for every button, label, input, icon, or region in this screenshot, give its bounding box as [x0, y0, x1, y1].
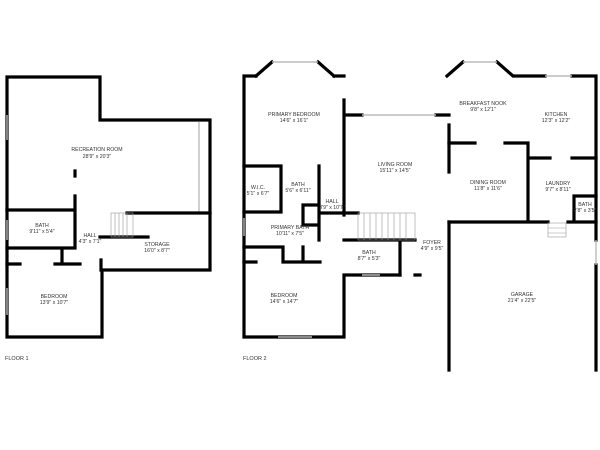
room-wic: W.I.C. 5'1" x 6'7" [247, 185, 270, 197]
floor-label: FLOOR 1 [5, 356, 29, 362]
room-dimensions: 8'7" x 5'3" [358, 256, 381, 262]
room-foyer: FOYER 4'9" x 9'5" [421, 240, 444, 252]
room-dimensions: 10'11" x 7'5" [276, 231, 304, 237]
room-name: BEDROOM [271, 293, 298, 299]
room-storage: STORAGE 16'0" x 8'7" [144, 242, 170, 254]
room-name: PRIMARY BATH [271, 225, 310, 231]
floor-1-plan: RECREATION ROOM 28'9" x 20'3" BATH 9'11"… [5, 75, 212, 362]
room-dimensions: 21'4" x 22'5" [508, 298, 537, 304]
room-name: BATH [35, 223, 49, 229]
garage-steps [547, 222, 567, 238]
room-dimensions: 5'6" x 6'11" [285, 188, 310, 194]
room-bath: BATH 5'6" x 6'11" [285, 182, 310, 194]
room-dimensions: 16'0" x 8'7" [144, 248, 170, 254]
room-primary-bedroom: PRIMARY BEDROOM 14'6" x 16'1" [268, 112, 320, 124]
room-name: BREAKFAST NOOK [459, 101, 507, 107]
room-bath: BATH 9'11" x 5'4" [29, 223, 54, 235]
room-dimensions: 14'6" x 14'7" [270, 299, 299, 305]
room-bath-2: BATH 8'7" x 5'3" [358, 250, 381, 262]
interior-wall [447, 141, 598, 224]
room-primary-bath: PRIMARY BATH 10'11" x 7'5" [271, 225, 310, 237]
room-dimensions: 4'3" x 7'1" [79, 239, 102, 245]
room-dimensions: 28'9" x 20'3" [83, 154, 112, 160]
staircase [110, 212, 134, 238]
floor-2-plan: PRIMARY BEDROOM 14'6" x 16'1" W.I.C. 5'1… [242, 59, 598, 372]
interior-wall [242, 164, 422, 277]
room-laundry: LAUNDRY 9'7" x 8'11" [545, 181, 570, 193]
room-name: FOYER [423, 240, 441, 246]
room-hall: HALL 4'3" x 7'1" [79, 233, 102, 245]
room-name: KITCHEN [545, 112, 568, 118]
room-bedroom: BEDROOM 14'6" x 14'7" [270, 293, 299, 305]
room-dimensions: 13'9" x 10'7" [40, 300, 69, 306]
room-dimensions: 9'11" x 5'4" [29, 229, 54, 235]
room-dimensions: 5'1" x 6'7" [247, 191, 270, 197]
room-dimensions: 9'7" x 8'11" [545, 187, 570, 193]
room-name: W.I.C. [251, 185, 265, 191]
room-name: BATH [362, 250, 376, 256]
room-name: PRIMARY BEDROOM [268, 112, 320, 118]
room-name: HALL [84, 233, 97, 239]
room-garage: GARAGE 21'4" x 22'5" [508, 292, 537, 304]
room-dimensions: 4'9" x 9'5" [421, 246, 444, 252]
room-name: HALL [326, 199, 339, 205]
room-name: BEDROOM [41, 294, 68, 300]
interior-wall [5, 169, 212, 272]
room-dimensions: 2'8" x 3'5" [574, 208, 597, 214]
room-breakfast-nook: BREAKFAST NOOK 9'8" x 12'1" [459, 101, 507, 113]
staircase [357, 212, 416, 241]
room-name: STORAGE [144, 242, 170, 248]
room-bedroom: BEDROOM 13'9" x 10'7" [40, 294, 69, 306]
room-name: DINING ROOM [470, 180, 506, 186]
floor-label: FLOOR 2 [243, 356, 267, 362]
room-dining-room: DINING ROOM 11'8" x 11'6" [470, 180, 506, 192]
room-recreation-room: RECREATION ROOM 28'9" x 20'3" [71, 147, 122, 160]
room-name: BATH [578, 202, 592, 208]
room-living-room: LIVING ROOM 15'11" x 14'5" [378, 162, 413, 174]
bay-window-frame [253, 59, 337, 79]
room-name: BATH [291, 182, 305, 188]
room-name: GARAGE [511, 292, 534, 298]
room-hall: HALL 3'9" x 10'7" [319, 199, 345, 211]
floor-1-outer-wall [5, 75, 212, 339]
room-dimensions: 12'3" x 12'2" [542, 118, 571, 124]
exterior-wall [444, 59, 598, 372]
room-dimensions: 3'9" x 10'7" [319, 205, 345, 211]
room-dimensions: 14'6" x 16'1" [280, 118, 309, 124]
room-name: RECREATION ROOM [71, 147, 122, 153]
room-dimensions: 15'11" x 14'5" [380, 168, 411, 174]
room-dimensions: 11'8" x 11'6" [474, 186, 502, 192]
room-name: LIVING ROOM [378, 162, 413, 168]
room-dimensions: 9'8" x 12'1" [470, 107, 496, 113]
room-kitchen: KITCHEN 12'3" x 12'2" [542, 112, 571, 124]
room-name: LAUNDRY [546, 181, 571, 187]
room-bath-3: BATH 2'8" x 3'5" [574, 202, 597, 214]
